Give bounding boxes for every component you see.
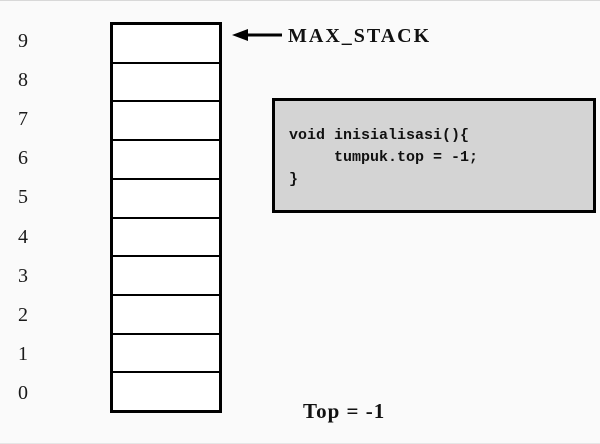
- stack-index-label: 2: [18, 303, 28, 326]
- stack-index-label: 8: [18, 69, 28, 92]
- stack-cell: [113, 141, 219, 180]
- code-line: void inisialisasi(){: [289, 127, 470, 144]
- left-arrow-icon: [232, 29, 282, 41]
- stack-cell: [113, 257, 219, 296]
- stack-cell: [113, 25, 219, 64]
- stack-index-label: 6: [18, 147, 28, 170]
- stack-cell: [113, 179, 219, 219]
- code-box: void inisialisasi(){ tumpuk.top = -1; }: [272, 98, 596, 213]
- stack-index-label: 3: [18, 264, 28, 287]
- stack-index-label: 9: [18, 30, 28, 53]
- stack-cell: [113, 334, 219, 374]
- stack-index-labels: 9 8 7 6 5 4 3 2 1 0: [2, 22, 44, 413]
- stack-cell: [113, 218, 219, 258]
- stack-index-label: 7: [18, 108, 28, 131]
- stack-array: [110, 22, 222, 413]
- code-line: }: [289, 171, 299, 188]
- stack-cell: [113, 63, 219, 103]
- max-stack-label: MAX_STACK: [288, 25, 432, 47]
- stack-cell: [113, 373, 219, 411]
- stack-cell: [113, 295, 219, 335]
- code-line: tumpuk.top = -1;: [289, 149, 479, 166]
- stack-cell: [113, 102, 219, 142]
- stack-index-label: 1: [18, 342, 28, 365]
- stack-index-label: 5: [18, 186, 28, 209]
- stack-index-label: 0: [18, 381, 28, 404]
- top-status-label: Top = -1: [303, 399, 386, 423]
- stack-index-label: 4: [18, 225, 28, 248]
